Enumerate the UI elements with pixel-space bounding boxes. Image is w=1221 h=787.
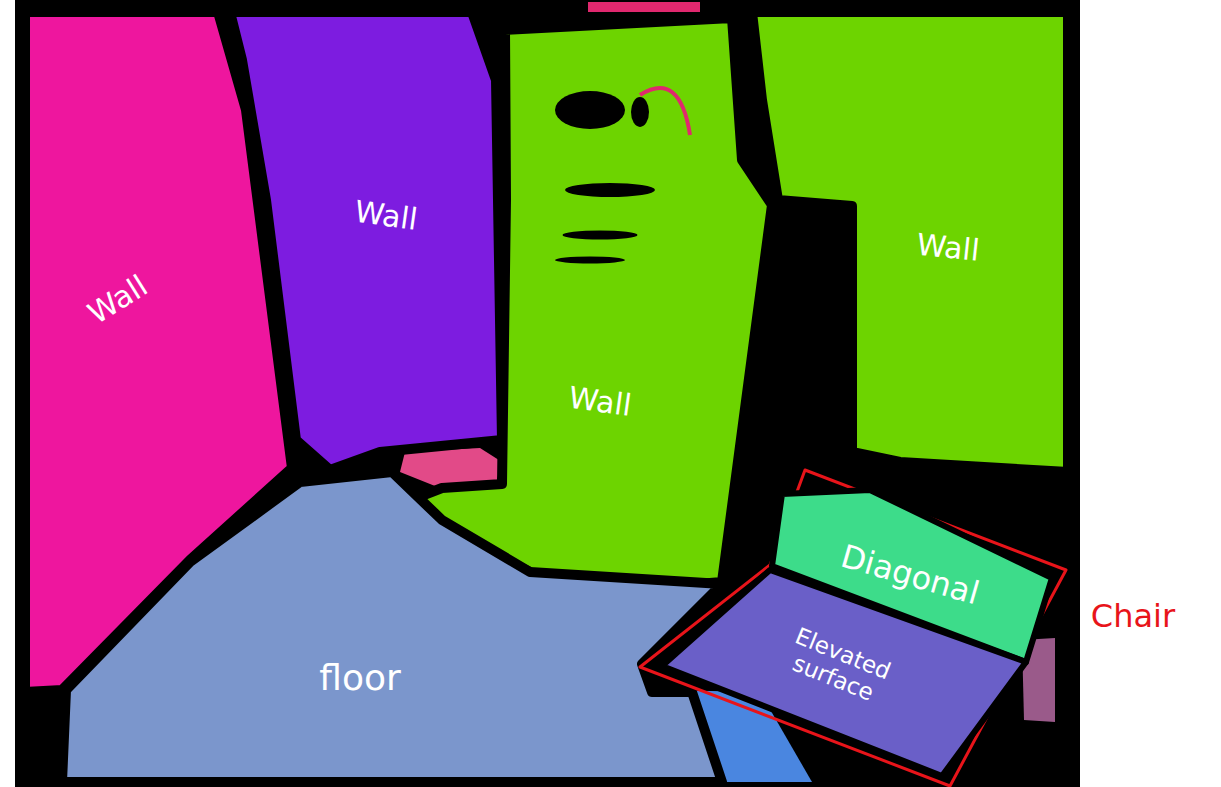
region-label: Chair bbox=[1091, 598, 1175, 635]
segment-edge bbox=[640, 88, 690, 135]
elevated-surface-region-polygon bbox=[662, 570, 1026, 776]
wall-region: Wall bbox=[230, 12, 502, 470]
wall-region-shape bbox=[398, 18, 772, 592]
chair-outline-polygon bbox=[640, 470, 1066, 786]
region-label: floor bbox=[319, 657, 401, 698]
floor-region: floor bbox=[62, 472, 722, 782]
floor-region-shape bbox=[62, 472, 722, 782]
wall-region-polygon bbox=[230, 12, 502, 470]
wall-region-polygon bbox=[398, 18, 772, 592]
wall-region-shape bbox=[230, 12, 502, 470]
top-blob bbox=[588, 2, 700, 12]
segment-gap bbox=[555, 257, 625, 264]
chair-outline: ChairDiagonalElevated surface bbox=[640, 470, 1066, 786]
floor-region-polygon bbox=[62, 472, 722, 782]
segment-gap bbox=[563, 231, 638, 240]
black-ground bbox=[15, 0, 1080, 787]
wall-region-polygon bbox=[752, 12, 1068, 472]
segment-gap bbox=[631, 97, 649, 127]
wall-region-shape bbox=[752, 12, 1068, 472]
segment-gap bbox=[565, 183, 655, 197]
region-label: Wall bbox=[915, 228, 981, 269]
wall-region: Wall bbox=[752, 12, 1068, 472]
wall-region: Wall bbox=[398, 18, 772, 592]
segment-gap bbox=[555, 91, 625, 129]
